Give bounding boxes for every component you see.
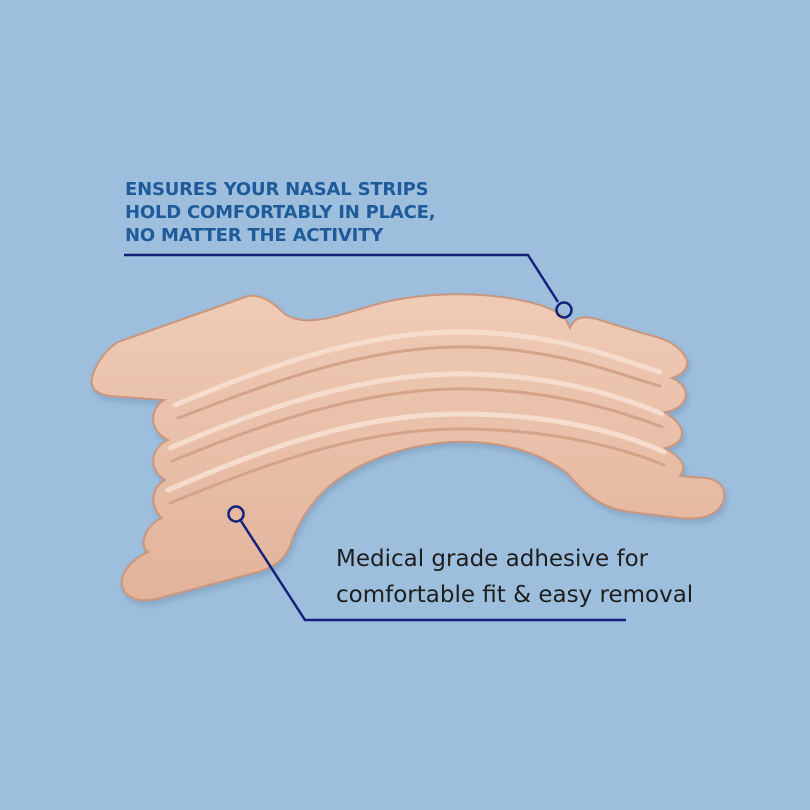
top-callout-text: ENSURES YOUR NASAL STRIPS HOLD COMFORTAB… [125, 178, 436, 247]
top-callout-line-1: ENSURES YOUR NASAL STRIPS [125, 179, 429, 200]
ridge-3-shadow [168, 427, 666, 505]
bottom-callout-marker [227, 505, 245, 523]
top-callout-line-2: HOLD COMFORTABLY IN PLACE, [125, 202, 436, 223]
ridge-2-shadow [170, 387, 664, 463]
bottom-callout-leader [227, 505, 626, 622]
ridge-2 [167, 371, 665, 451]
ridge-1 [172, 329, 663, 408]
adhesive-patch-illustration [90, 293, 726, 602]
adhesive-patch-body [90, 293, 726, 602]
ridge-3 [165, 411, 667, 493]
bottom-callout-text: Medical grade adhesive for comfortable f… [336, 541, 693, 613]
top-callout-leader [124, 253, 573, 319]
top-callout-marker [555, 301, 573, 319]
bottom-callout-line-2: comfortable fit & easy removal [336, 582, 694, 608]
bottom-callout-line-1: Medical grade adhesive for [336, 546, 649, 572]
top-callout-line-3: NO MATTER THE ACTIVITY [125, 225, 384, 246]
ridge-1-shadow [176, 345, 662, 420]
